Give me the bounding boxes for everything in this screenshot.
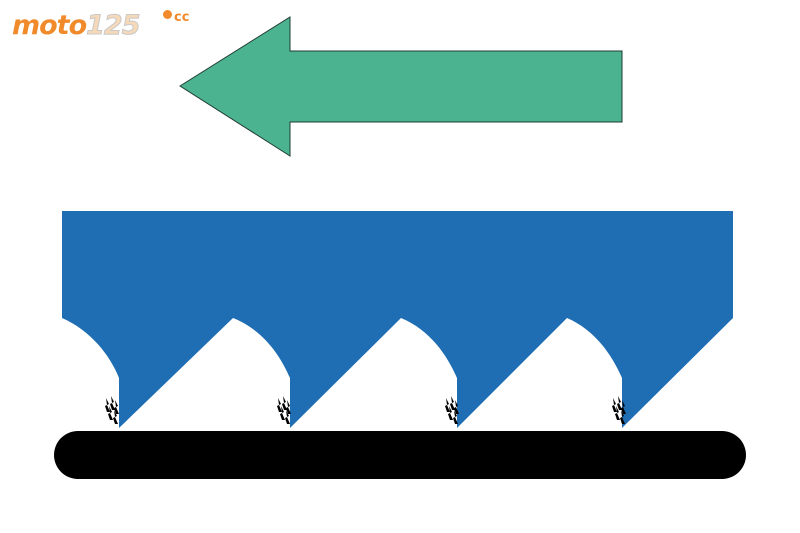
moto125-logo: moto125 cc bbox=[12, 6, 212, 46]
debris-flakes-icon bbox=[277, 396, 291, 424]
debris-flakes-icon bbox=[105, 396, 119, 424]
logo-suffix: cc bbox=[174, 10, 190, 25]
debris-flakes-icon bbox=[445, 396, 459, 424]
logo-word: moto bbox=[12, 10, 87, 41]
surface-bar bbox=[54, 431, 746, 479]
logo-dot-icon bbox=[163, 10, 172, 19]
debris-flakes-icon bbox=[612, 396, 626, 424]
left-arrow-icon bbox=[179, 16, 623, 157]
serrated-block bbox=[62, 211, 733, 428]
logo-number: 125 bbox=[86, 10, 141, 42]
debris-layer bbox=[105, 396, 626, 424]
